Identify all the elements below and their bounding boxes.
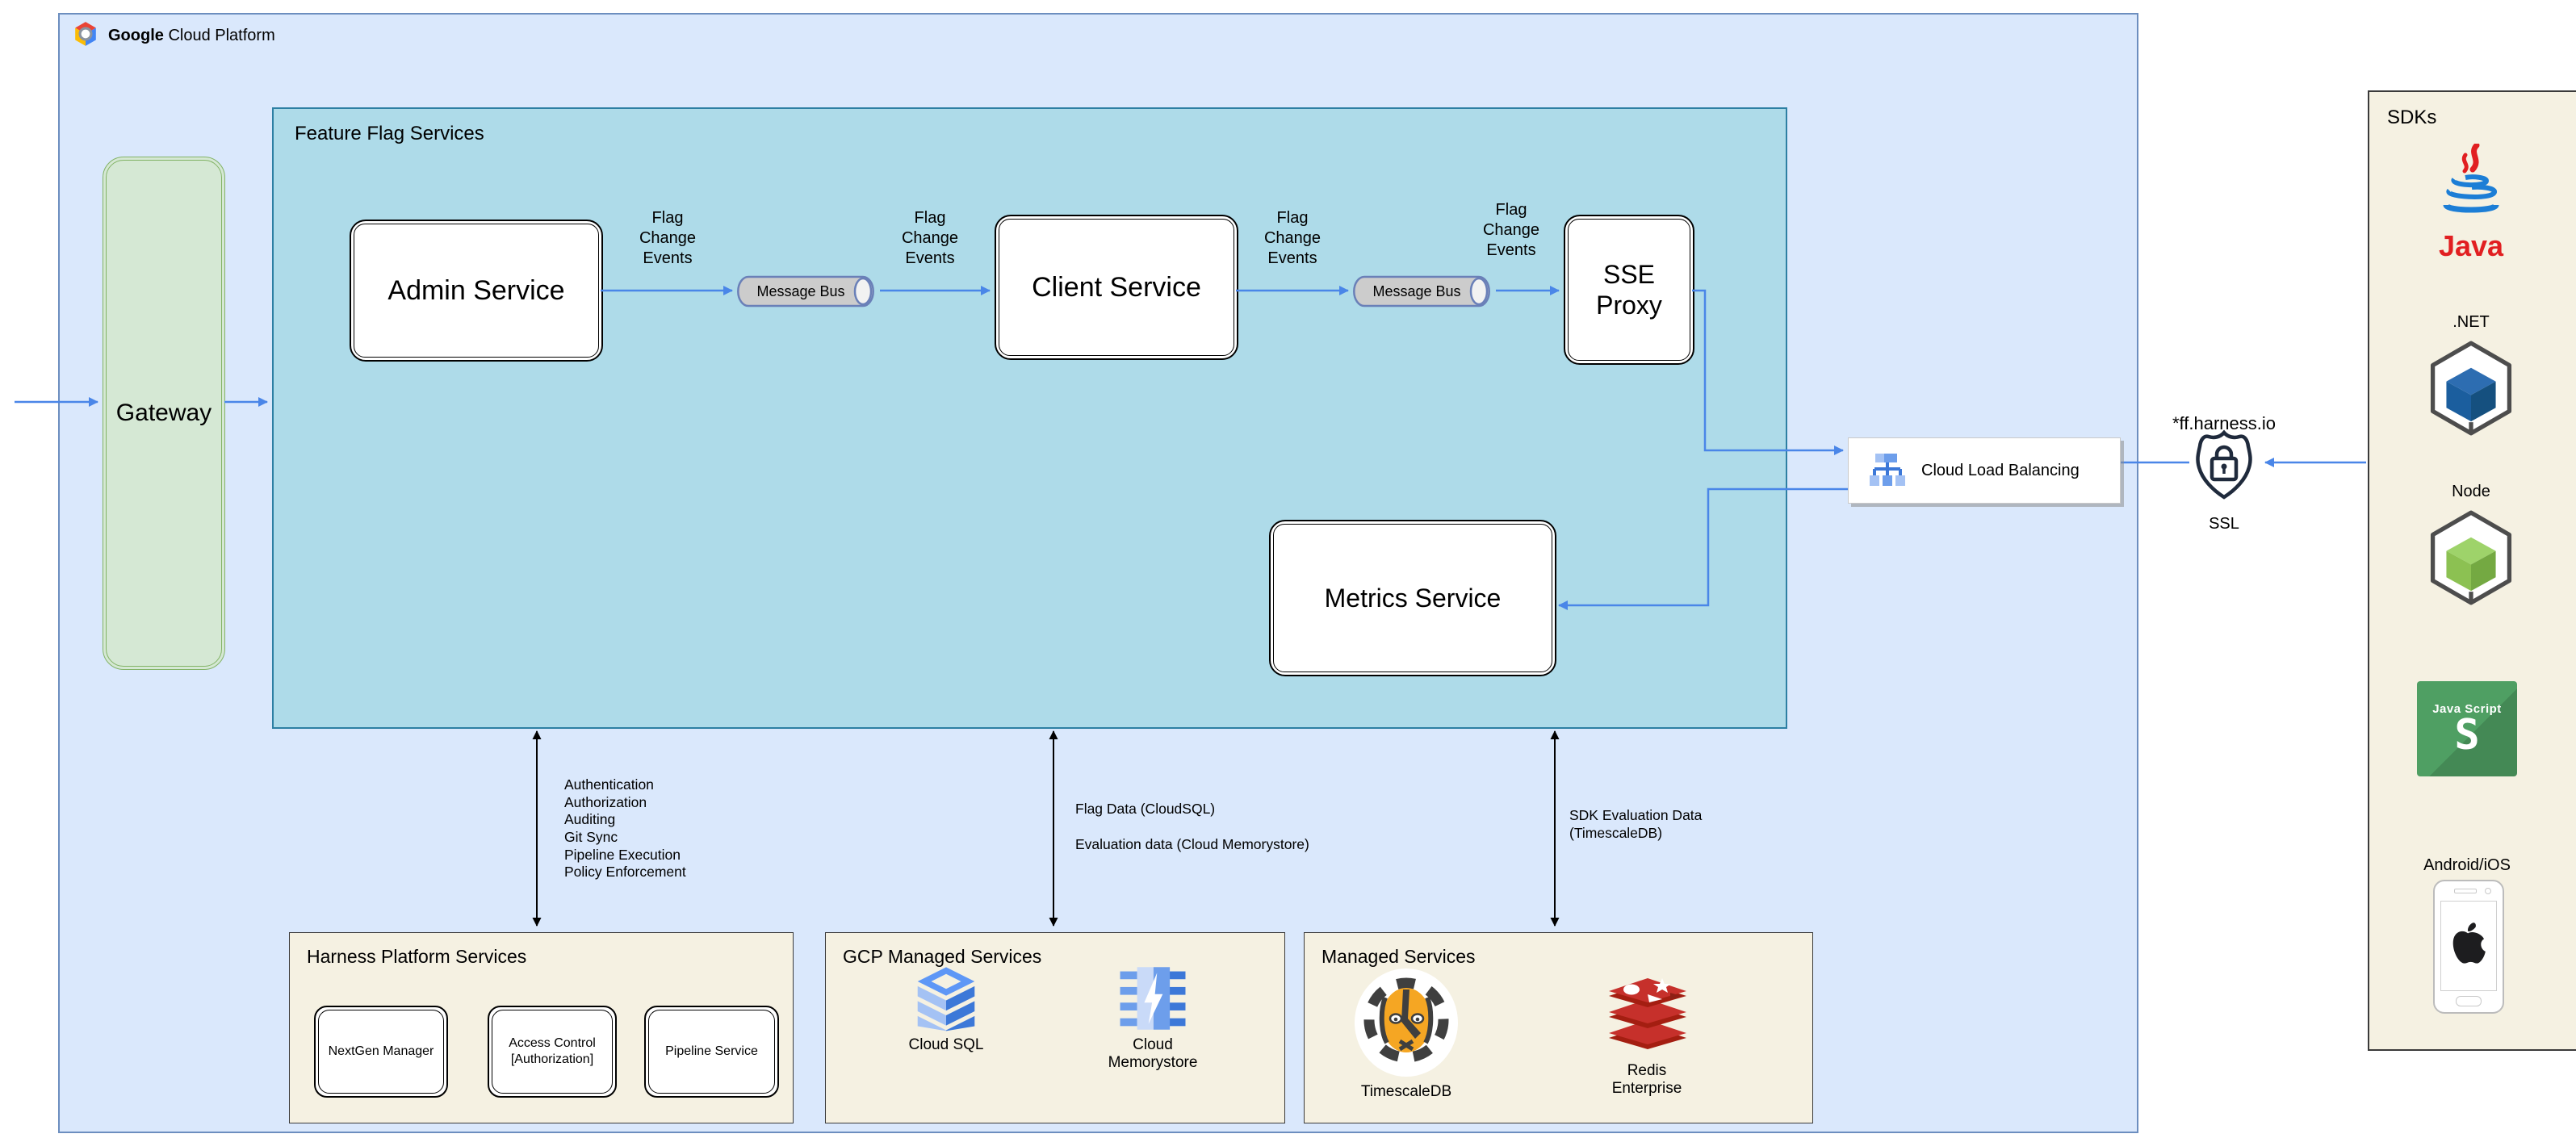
sdks-title: SDKs — [2387, 107, 2437, 128]
platform-call-item: Git Sync — [564, 829, 618, 846]
managed-services-title: Managed Services — [1322, 946, 1476, 967]
admin-service-label: Admin Service — [387, 274, 565, 306]
javascript-icon-title: Java Script — [2432, 701, 2502, 716]
brand-title: Google Cloud Platform — [108, 27, 275, 45]
phone-screen — [2440, 901, 2497, 991]
access-control-label: Access Control [Authorization] — [509, 1036, 596, 1066]
platform-call-item: Authorization — [564, 793, 647, 810]
load-balancer-icon — [1870, 454, 1905, 486]
access-control-node: Access Control [Authorization] — [488, 1006, 617, 1098]
message-bus-2: Message Bus — [1353, 275, 1495, 308]
gateway-label: Gateway — [115, 400, 212, 426]
pipeline-service-label: Pipeline Service — [665, 1044, 758, 1058]
admin-service-node: Admin Service — [350, 220, 603, 362]
message-bus-1: Message Bus — [737, 275, 879, 308]
phone-home-button — [2456, 996, 2482, 1006]
sdk-evaluation-annotation: SDK Evaluation Data (TimescaleDB) — [1569, 807, 1703, 841]
client-service-label: Client Service — [1032, 271, 1201, 303]
redis-icon — [1609, 978, 1686, 1049]
message-bus-label: Message Bus — [1372, 282, 1461, 299]
sse-proxy-node: SSE Proxy — [1564, 215, 1694, 365]
cloud-sql-label: Cloud SQL — [908, 1036, 984, 1053]
java-icon — [2443, 144, 2499, 213]
gcp-managed-panel — [825, 932, 1285, 1123]
java-label: Java — [2438, 229, 2504, 262]
cloud-sql-icon — [917, 967, 975, 1031]
android-ios-label: Android/iOS — [2423, 856, 2511, 874]
gateway-node: Gateway — [103, 157, 225, 670]
timescaledb-icon — [1355, 969, 1458, 1077]
flag-change-events-label: Flag Change Events — [901, 209, 959, 267]
cloud-memorystore-icon — [1120, 967, 1186, 1030]
feature-flag-services-region — [272, 107, 1787, 729]
node-label: Node — [2452, 483, 2490, 500]
timescaledb-label: TimescaleDB — [1360, 1083, 1452, 1100]
pipeline-service-node: Pipeline Service — [644, 1006, 779, 1098]
cloud-load-balancing-label: Cloud Load Balancing — [1921, 461, 2080, 479]
platform-calls-list: Authentication Authorization Auditing Gi… — [564, 776, 686, 881]
gcp-managed-title: GCP Managed Services — [843, 946, 1042, 967]
cloud-memorystore-label: Cloud Memorystore — [1108, 1036, 1198, 1072]
ssl-label: SSL — [2209, 515, 2239, 533]
node-package-icon — [2430, 510, 2512, 605]
sse-proxy-label: SSE Proxy — [1596, 259, 1662, 320]
gcp-logo-icon — [75, 22, 96, 46]
phone-speaker — [2454, 889, 2477, 893]
platform-call-item: Policy Enforcement — [564, 864, 686, 881]
metrics-service-label: Metrics Service — [1324, 583, 1502, 613]
flag-data-annotation: Flag Data (CloudSQL) — [1075, 801, 1216, 817]
flag-change-events-label: Flag Change Events — [1263, 209, 1322, 267]
javascript-icon: Java Script S — [2417, 681, 2517, 776]
apple-logo-icon — [2452, 923, 2486, 964]
platform-call-item: Authentication — [564, 776, 654, 793]
cloud-load-balancing-node: Cloud Load Balancing — [1848, 437, 2121, 504]
client-service-node: Client Service — [995, 215, 1238, 360]
nextgen-manager-label: NextGen Manager — [328, 1044, 434, 1058]
platform-call-item: Pipeline Execution — [564, 846, 681, 863]
dotnet-package-icon — [2430, 341, 2512, 436]
feature-flag-services-title: Feature Flag Services — [295, 123, 484, 144]
evaluation-data-annotation: Evaluation data (Cloud Memorystore) — [1075, 836, 1309, 852]
flag-change-events-label: Flag Change Events — [639, 209, 697, 267]
redis-enterprise-label: Redis Enterprise — [1611, 1062, 1682, 1098]
nextgen-manager-node: NextGen Manager — [314, 1006, 448, 1098]
ssl-shield-icon — [2196, 429, 2252, 500]
javascript-icon-letter: S — [2454, 710, 2480, 759]
platform-call-item: Auditing — [564, 811, 616, 828]
mobile-phone-icon — [2433, 880, 2504, 1014]
metrics-service-node: Metrics Service — [1269, 520, 1556, 676]
dotnet-label: .NET — [2452, 313, 2490, 331]
brand-google: Google — [108, 27, 164, 44]
phone-camera — [2485, 888, 2491, 894]
message-bus-label: Message Bus — [756, 282, 845, 299]
harness-platform-title: Harness Platform Services — [307, 946, 527, 967]
flag-change-events-label: Flag Change Events — [1482, 201, 1540, 259]
brand-rest: Cloud Platform — [168, 27, 275, 44]
